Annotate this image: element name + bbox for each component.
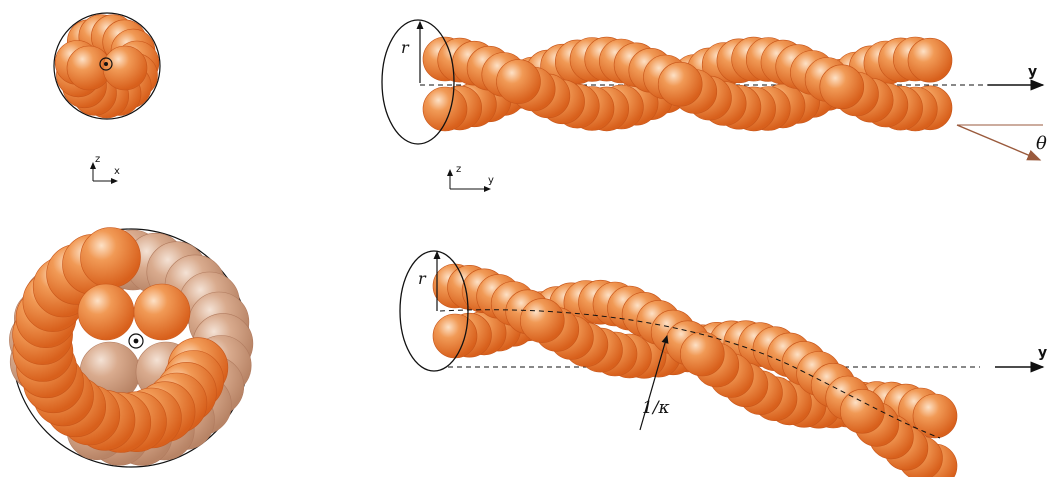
bead: [103, 46, 147, 90]
bead: [820, 65, 864, 109]
y-axis-label: y: [1038, 345, 1047, 361]
y-axis-label: y: [1028, 64, 1037, 80]
side-view-straight: r y θ: [382, 20, 1047, 160]
center-marker-dot: [134, 339, 139, 344]
frame-yz-z-label: z: [456, 164, 461, 175]
frame-xz-z-label: z: [95, 154, 100, 165]
bent-twisted-beads: [433, 264, 957, 477]
side-view-bent: r y 1/κ: [400, 251, 1047, 477]
center-marker-dot: [104, 62, 108, 66]
bead: [497, 60, 541, 104]
frame-yz: z y: [450, 164, 494, 189]
frame-yz-y-label: y: [488, 175, 494, 186]
bead-cluster: [55, 15, 159, 118]
twisted-beads: [423, 37, 952, 131]
bead: [840, 389, 884, 433]
end-view-bent: [9, 228, 253, 467]
bead: [658, 62, 702, 106]
bead: [433, 314, 477, 358]
bead-front: [81, 228, 141, 288]
cross-section-ellipse: [400, 251, 468, 371]
curvature-label: 1/κ: [642, 398, 670, 418]
bead: [908, 38, 952, 82]
theta-label: θ: [1036, 133, 1047, 154]
bead-front: [134, 284, 190, 340]
frame-xz: z x: [93, 154, 120, 181]
end-view-straight: [54, 13, 160, 119]
cross-section-ellipse: [382, 20, 454, 144]
frame-xz-x-label: x: [114, 166, 120, 177]
radius-label: r: [418, 269, 427, 288]
bead-front: [78, 284, 134, 340]
radius-label: r: [401, 38, 410, 57]
bead: [520, 299, 564, 343]
theta-arrow: [957, 125, 1040, 160]
